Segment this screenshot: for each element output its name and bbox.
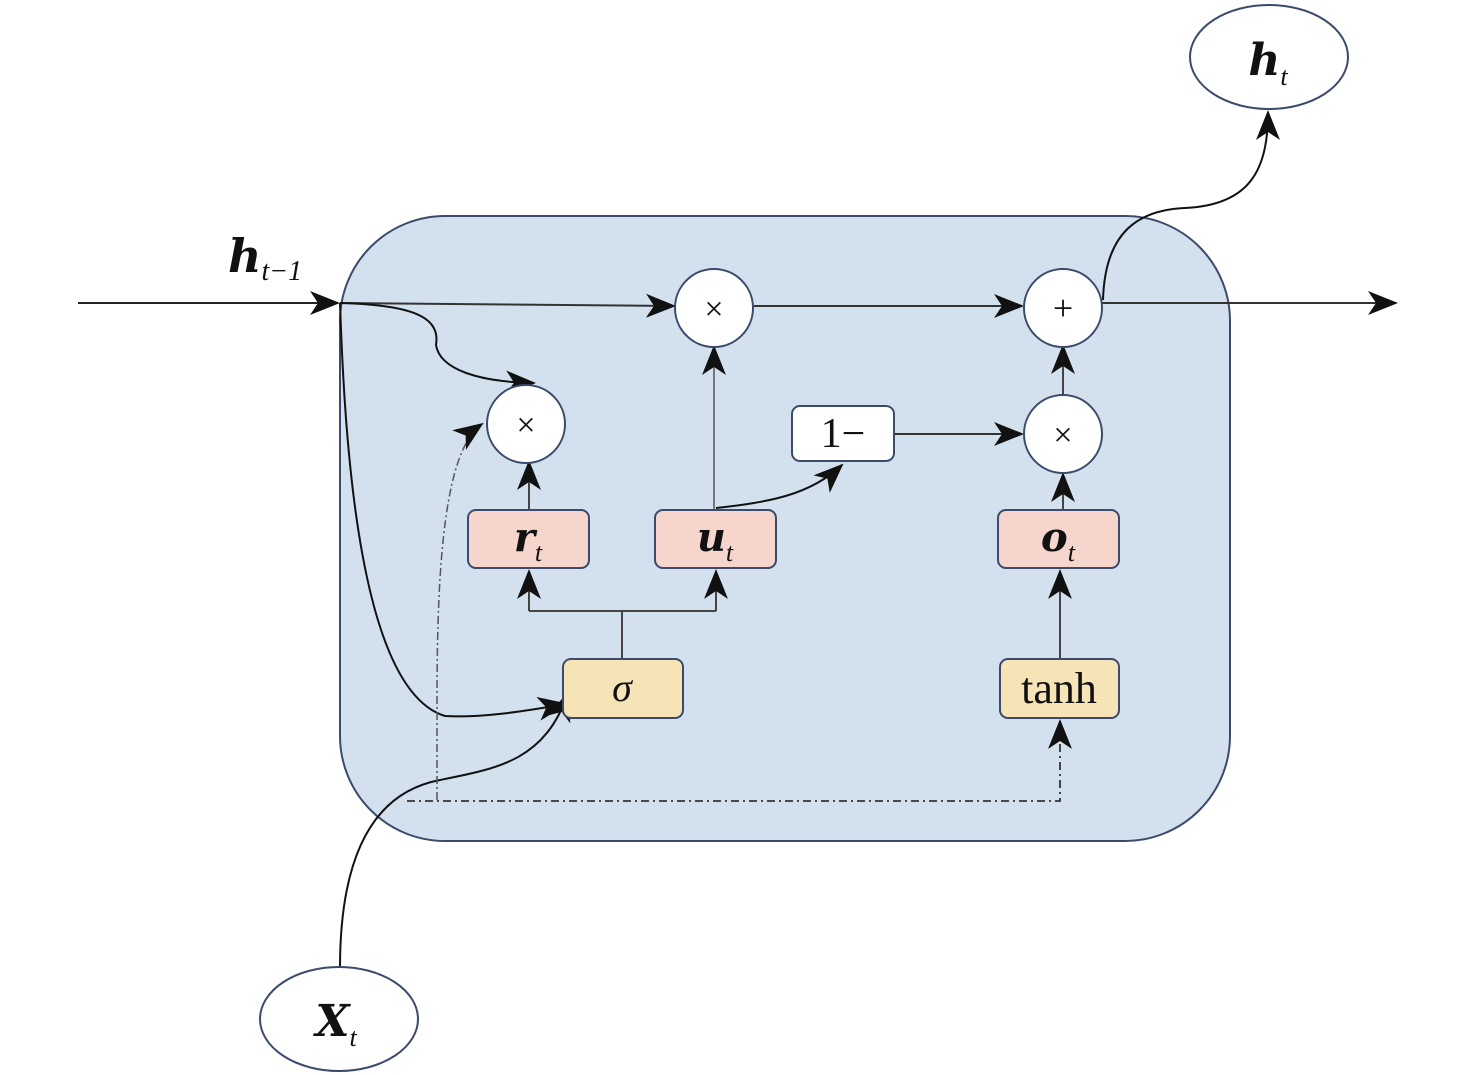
update-gate-box: ut [654,509,777,569]
svg-text:ht: ht [1248,35,1288,91]
output-gate-subscript: t [1068,538,1076,567]
update-gate-to-one-minus-curve [715,463,844,509]
x-input-subscript: t [349,1023,357,1052]
update-gate-subscript: t [726,538,734,567]
dashdot-to-tanh [407,719,1072,802]
reset-multiply-node: × [486,384,566,464]
h-out-subscript: t [1280,62,1288,91]
plus-icon: + [1053,288,1073,328]
h-out-node: ht [1189,4,1349,110]
x-to-sigma-curve [339,691,571,969]
reset-gate-subscript: t [535,538,543,567]
h-out-label: h [1248,35,1280,86]
reset-gate-box: rt [467,509,590,569]
tanh-label: tanh [1021,664,1097,713]
output-gate-box: ot [997,509,1120,569]
one-minus-box: 1− [791,405,895,462]
multiply-icon: × [704,291,723,328]
h-prev-to-update-multiply-line [339,293,676,318]
output-gate-label: o [1041,514,1068,561]
dashdot-to-reset-multiply [436,422,484,800]
h-prev-to-reset-multiply-curve [339,302,536,395]
sigma-label: σ [612,665,633,710]
svg-text:ot: ot [1041,514,1076,567]
sigma-box: σ [562,658,684,719]
multiply-icon: × [1053,417,1072,454]
svg-text:Xt: Xt [312,996,357,1052]
add-to-h-out-curve [1102,110,1280,301]
update-multiply-node: × [674,268,754,348]
svg-text:ut: ut [697,514,734,567]
x-input-node: Xt [259,966,419,1072]
output-multiply-node: × [1023,394,1103,474]
h-prev-label: ht−1 [228,229,302,287]
svg-text:1−: 1− [821,411,866,457]
multiply-icon: × [516,407,535,444]
x-input-label: X [312,996,351,1047]
svg-text:rt: rt [514,514,543,567]
reset-gate-label: r [514,514,538,561]
h-prev-to-sigma-curve [339,302,568,721]
tanh-box: tanh [999,658,1120,719]
add-node: + [1023,268,1103,348]
update-gate-label: u [697,514,726,561]
